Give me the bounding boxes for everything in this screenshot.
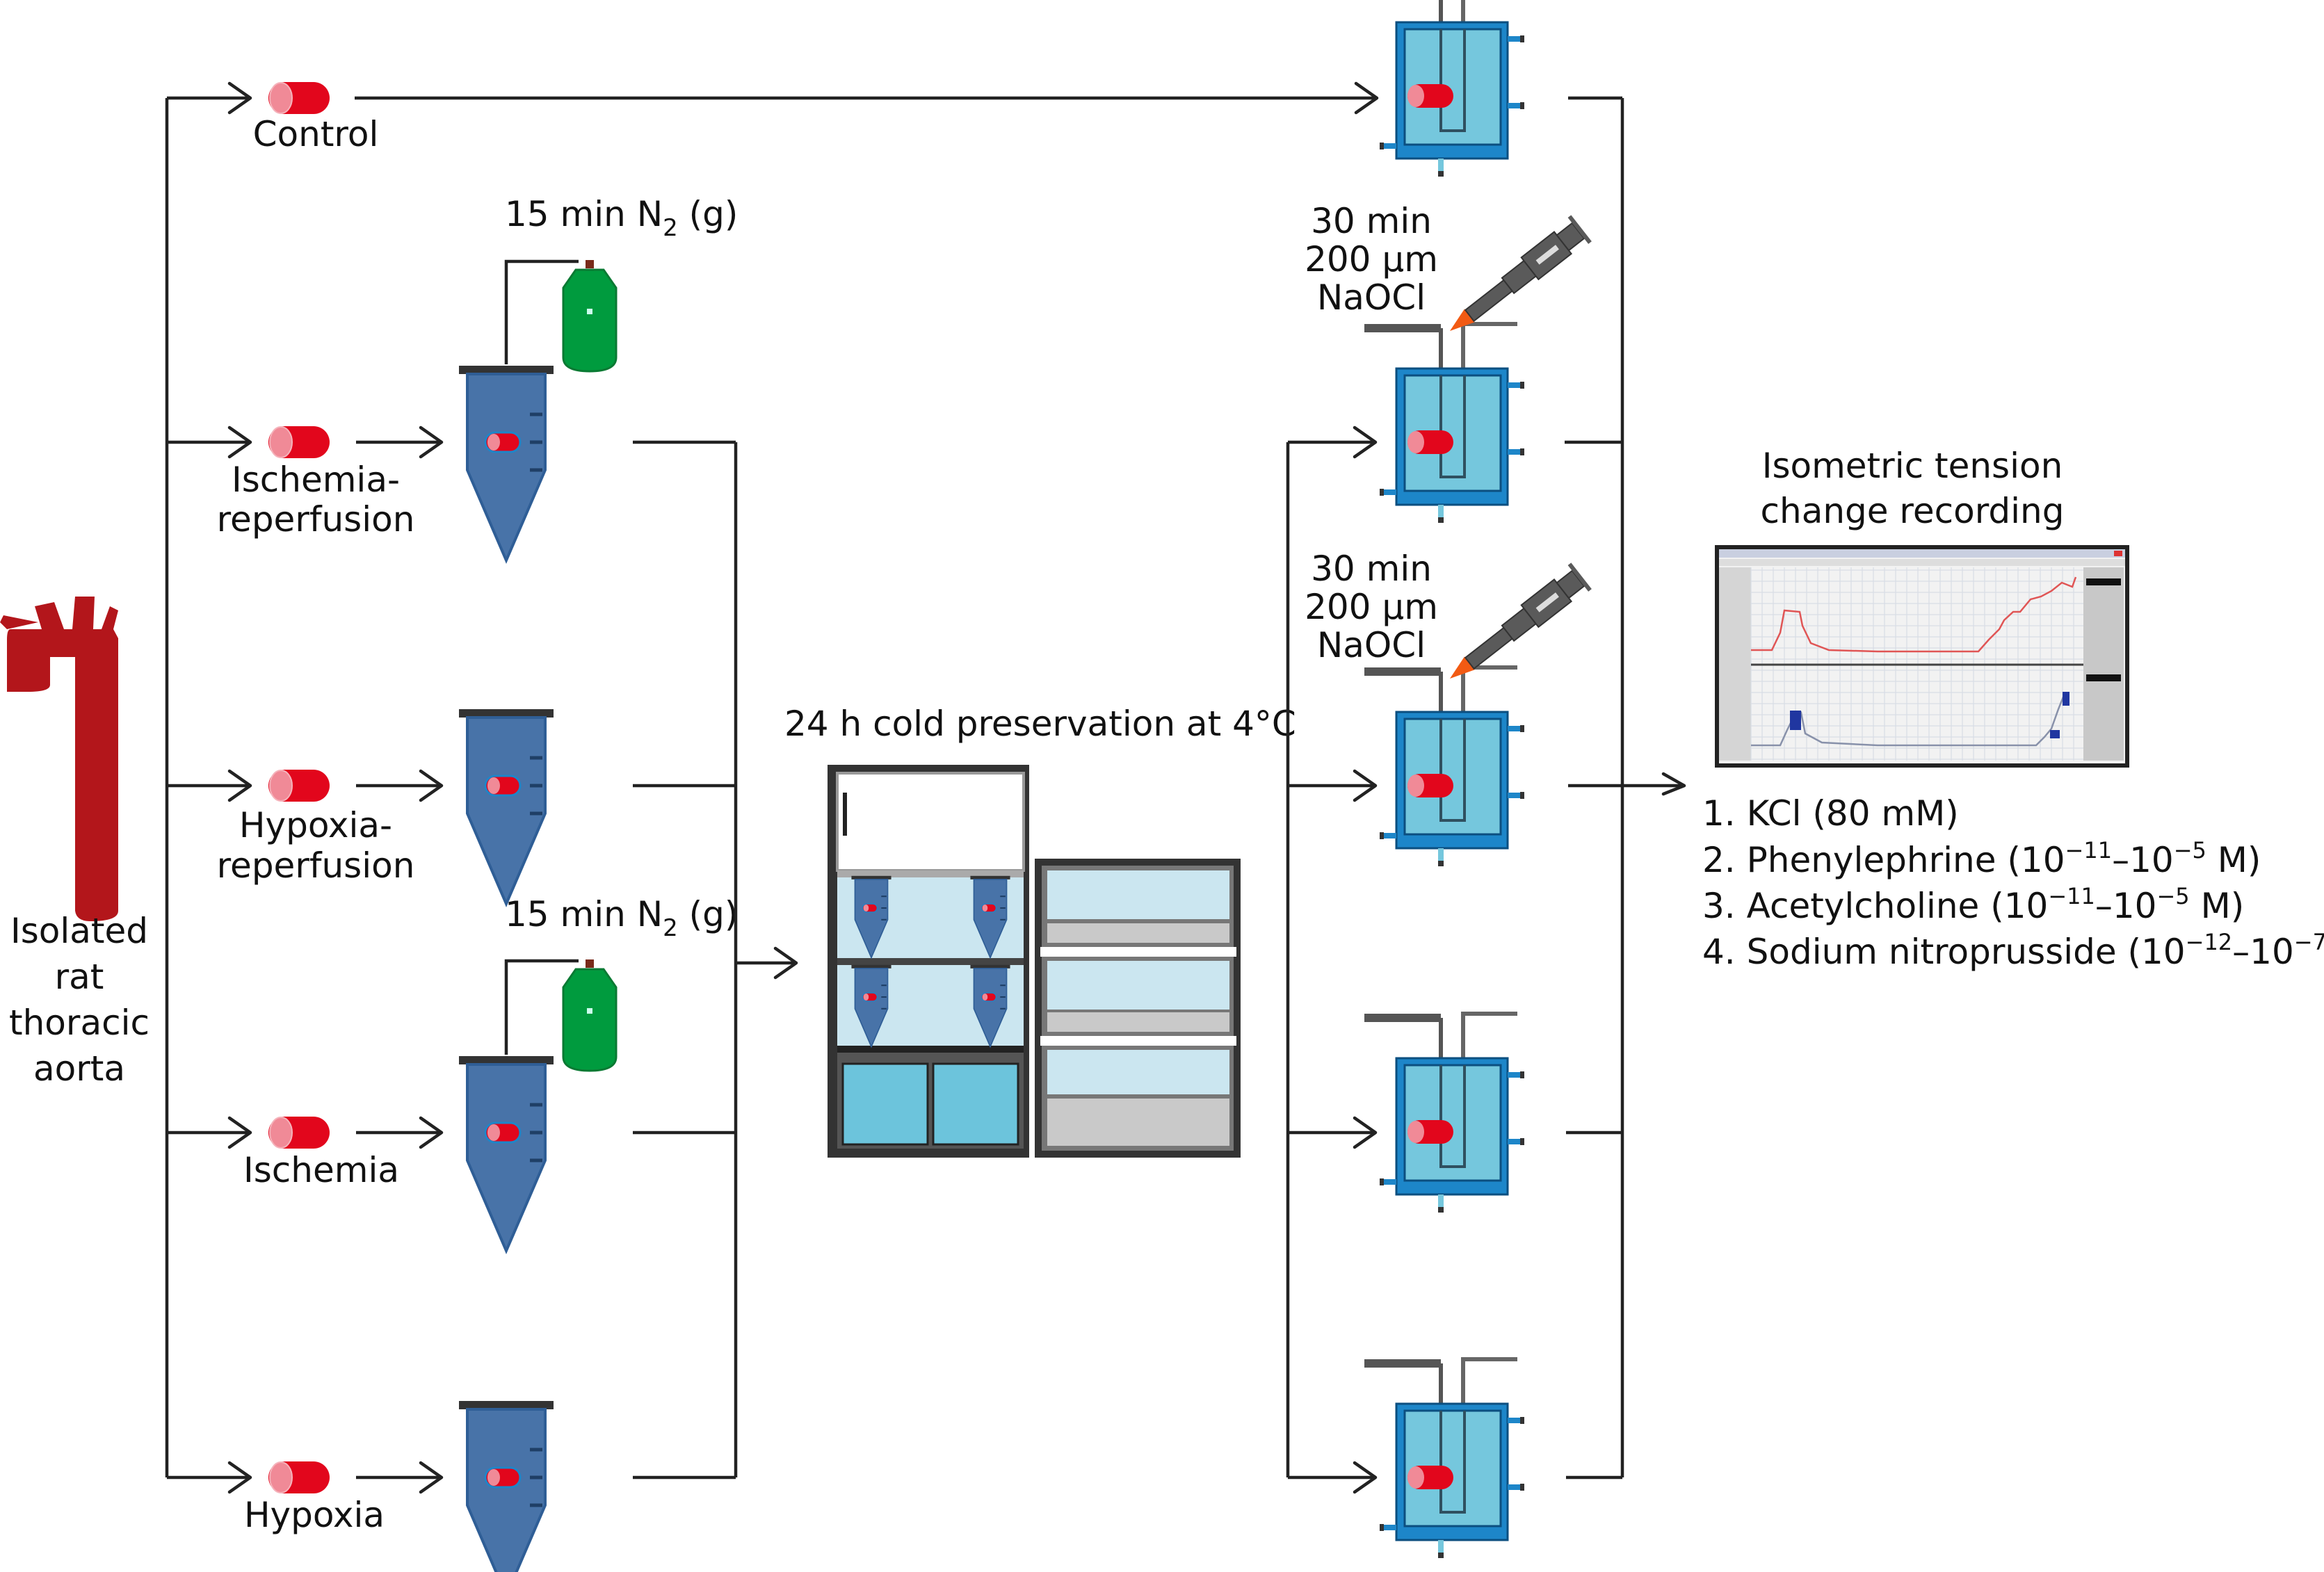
group-hypoxia: Hypoxia [244, 1401, 736, 1572]
group-ischemia-reperfusion: Ischemia- reperfusion 15 min N2 (g) [217, 194, 738, 560]
aorta-ring-icon [268, 426, 330, 459]
n2-label: 15 min N2 (g) [505, 194, 738, 242]
group-hypoxia-reperfusion: Hypoxia- reperfusion [217, 709, 736, 904]
svg-text:Hypoxia-: Hypoxia- [239, 805, 392, 845]
tube-icon [459, 1401, 554, 1572]
svg-text:200 µm: 200 µm [1305, 587, 1438, 627]
naocl-treatment-2: 30 min 200 µm NaOCl [1305, 549, 1592, 692]
group-label: Hypoxia [244, 1495, 385, 1535]
svg-text:30 min: 30 min [1311, 549, 1432, 589]
tube-icon [459, 709, 554, 904]
svg-text:aorta: aorta [33, 1048, 125, 1089]
svg-text:Ischemia-: Ischemia- [232, 460, 400, 500]
organ-bath-icon [1364, 0, 1524, 177]
group-label: Control [253, 114, 379, 154]
group-ischemia: Ischemia 15 min N2 (g) [243, 894, 738, 1251]
organ-bath-icon [1364, 667, 1524, 866]
tension-recording-screen-icon [1715, 545, 2129, 768]
aorta-ring-icon [268, 1116, 330, 1149]
bath-distribution-bracket [1286, 426, 1378, 1494]
protocol-list: 1. KCl (80 mM) 2. Phenylephrine (10−11–1… [1702, 793, 2324, 972]
pipette-icon [1439, 562, 1592, 692]
aorta-ring-icon [268, 1461, 330, 1494]
aorta-ring-icon [268, 81, 330, 115]
svg-text:thoracic: thoracic [9, 1003, 150, 1043]
svg-text:reperfusion: reperfusion [217, 845, 415, 886]
svg-text:Isometric tension: Isometric tension [1762, 446, 2063, 486]
naocl-treatment-1: 30 min 200 µm NaOCl [1305, 201, 1592, 345]
svg-text:NaOCl: NaOCl [1317, 277, 1426, 318]
svg-text:200 µm: 200 µm [1305, 239, 1438, 279]
svg-text:reperfusion: reperfusion [217, 499, 415, 540]
svg-text:30 min: 30 min [1311, 201, 1432, 241]
group-label: Ischemia [243, 1150, 399, 1190]
recording-bracket [1565, 96, 1686, 1480]
n2-label: 15 min N2 (g) [505, 894, 738, 942]
aorta-ring-icon [268, 769, 330, 802]
svg-text:change recording: change recording [1761, 491, 2065, 531]
source-label: Isolated rat thoracic aorta [9, 911, 150, 1089]
organ-bath-icon [1364, 324, 1524, 523]
svg-text:NaOCl: NaOCl [1317, 625, 1426, 665]
collect-bracket [734, 442, 798, 1477]
organ-bath-icon [1364, 1014, 1524, 1213]
tube-icon [459, 1056, 554, 1251]
protocol-item: 3. Acetylcholine (10−11–10−5 M) [1702, 883, 2244, 926]
group-label: Hypoxia- reperfusion [217, 805, 415, 886]
organ-bath-icon [1364, 1359, 1524, 1558]
preservation-label: 24 h cold preservation at 4°C [784, 704, 1296, 744]
svg-text:Isolated: Isolated [10, 911, 148, 951]
svg-text:rat: rat [55, 957, 104, 997]
protocol-item: 1. KCl (80 mM) [1702, 793, 1959, 834]
distribution-bracket [165, 81, 252, 1494]
group-label: Ischemia- reperfusion [217, 460, 415, 540]
protocol-item: 2. Phenylephrine (10−11–10−5 M) [1702, 837, 2261, 880]
tube-icon [459, 366, 554, 560]
recording-title: Isometric tension change recording [1761, 446, 2065, 531]
aorta-icon [0, 597, 118, 921]
group-control: Control [253, 81, 1379, 154]
n2-cylinder-icon [562, 958, 618, 1072]
protocol-item: 4. Sodium nitroprusside (10−12–10−7 M) [1702, 929, 2324, 972]
n2-cylinder-icon [562, 259, 618, 373]
refrigerator-icon [828, 765, 1241, 1158]
